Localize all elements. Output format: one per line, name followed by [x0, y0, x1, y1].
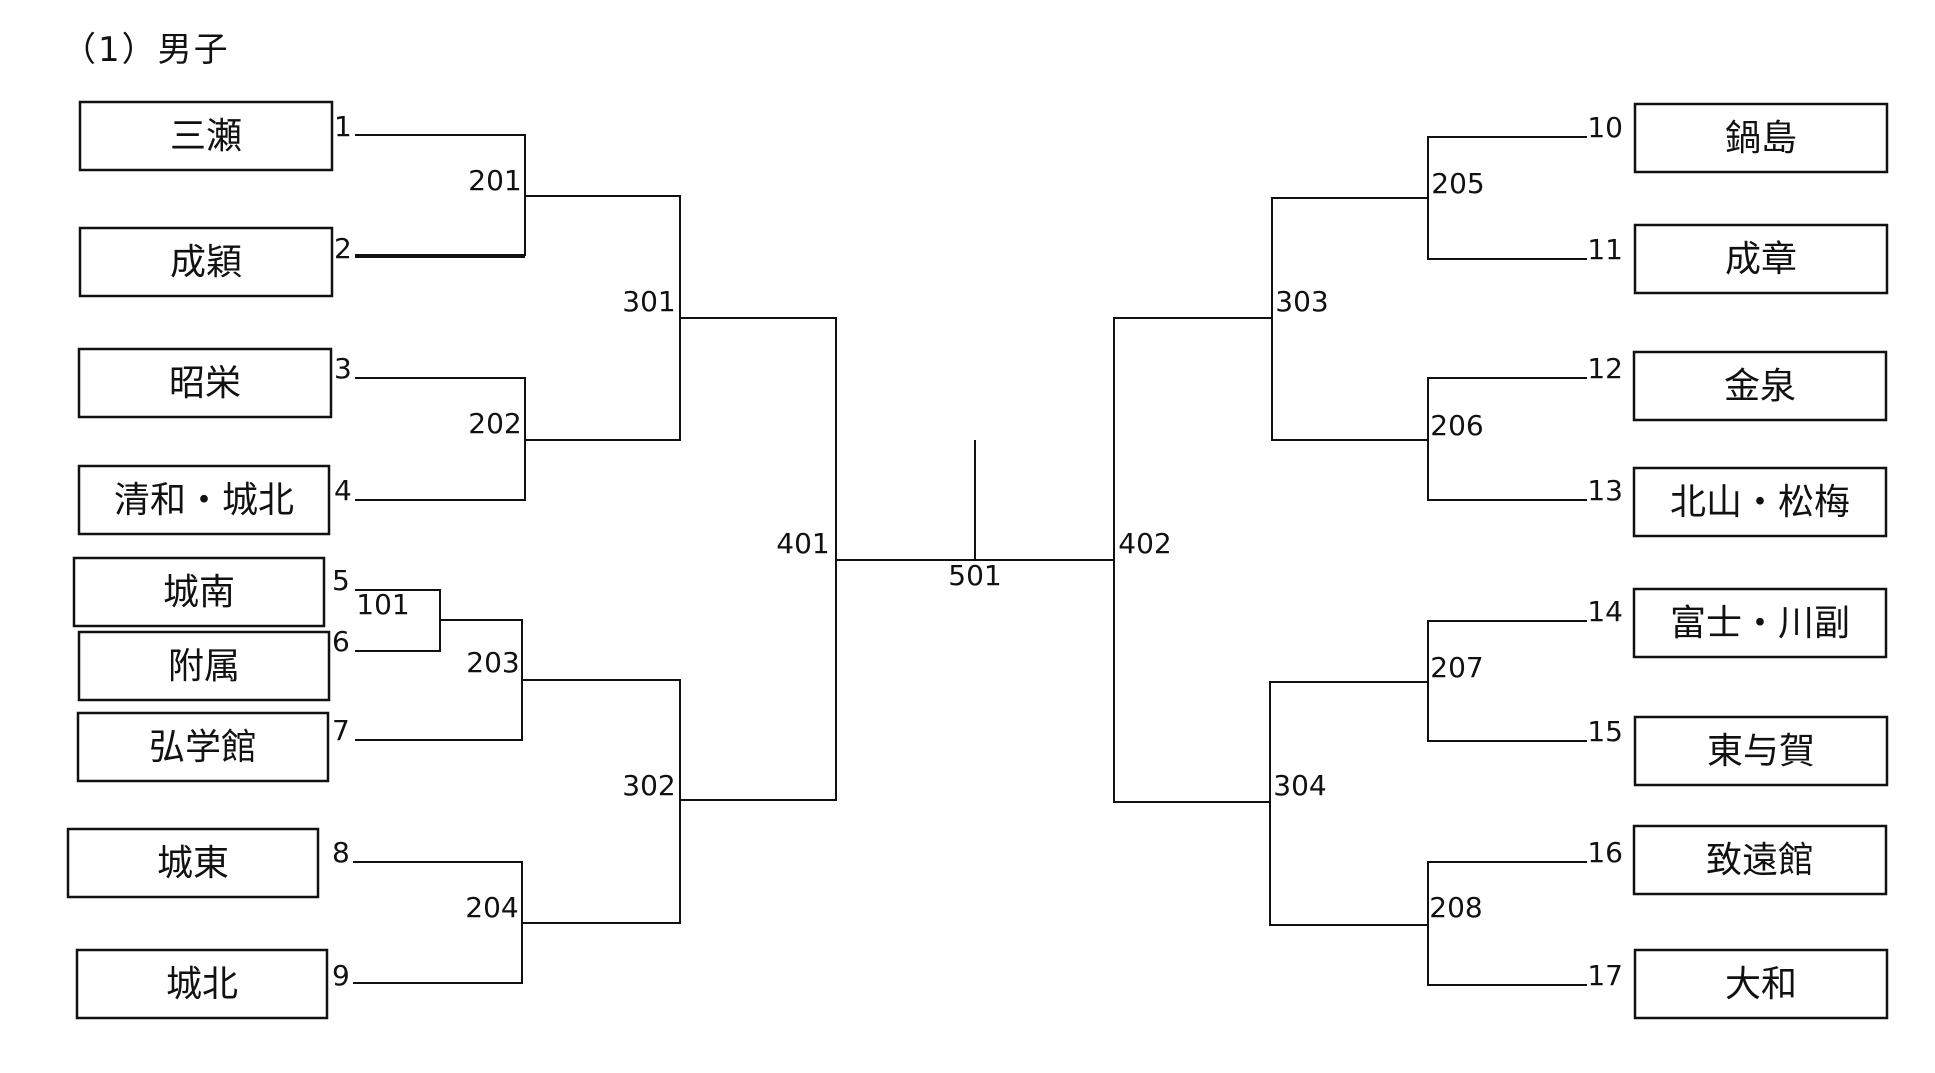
team-entry: 致遠館 [1632, 824, 1888, 896]
team-entry: 清和・城北 [77, 464, 331, 536]
match-number: 402 [1118, 527, 1171, 560]
team-name: 昭栄 [169, 363, 241, 404]
match-number: 206 [1430, 409, 1483, 442]
match-number: 303 [1275, 285, 1328, 318]
bracket-line-203 [355, 619, 523, 741]
bracket-line-304 [1269, 681, 1428, 926]
team-name: 附属 [168, 646, 240, 687]
seed-number: 12 [1587, 352, 1623, 385]
team-entry: 弘学館 [76, 711, 330, 783]
seed-number: 11 [1587, 233, 1623, 266]
seed-number: 4 [334, 474, 352, 507]
match-number: 202 [468, 407, 521, 440]
match-number: 207 [1430, 651, 1483, 684]
team-name: 弘学館 [149, 727, 257, 768]
match-number: 302 [622, 769, 675, 802]
team-box [1633, 102, 1889, 174]
seed-number: 16 [1587, 836, 1623, 869]
team-entry: 北山・松梅 [1632, 466, 1888, 538]
seed-number: 7 [332, 714, 350, 747]
team-name: 城東 [157, 843, 229, 884]
team-box [78, 100, 334, 172]
seed-number: 13 [1587, 474, 1623, 507]
seed-number: 10 [1587, 111, 1623, 144]
seed-number: 15 [1587, 715, 1623, 748]
team-entry: 富士・川副 [1632, 587, 1888, 659]
team-entry: 城東 [66, 827, 320, 899]
team-box [76, 711, 330, 783]
bracket-line-303 [1271, 197, 1428, 441]
team-name: 鍋島 [1725, 118, 1797, 159]
bracket-line-402 [1113, 317, 1272, 803]
seed-number: 9 [332, 959, 350, 992]
bracket-line-301 [525, 195, 681, 441]
team-box [1633, 948, 1889, 1020]
team-box [66, 827, 320, 899]
team-name: 成章 [1725, 239, 1797, 280]
team-entry: 東与賀 [1633, 715, 1889, 787]
seed-number: 17 [1587, 959, 1623, 992]
team-entry: 三瀬 [78, 100, 334, 172]
match-number: 205 [1431, 167, 1484, 200]
match-number: 204 [465, 891, 518, 924]
team-box [77, 347, 333, 419]
team-box [1633, 715, 1889, 787]
team-entry: 城南 [72, 556, 326, 628]
team-name: 城北 [166, 964, 238, 1005]
page-title: （1）男子 [62, 30, 230, 70]
team-name: 北山・松梅 [1670, 482, 1850, 523]
team-name: 三瀬 [170, 116, 242, 157]
seed-number: 6 [332, 625, 350, 658]
match-number: 501 [948, 559, 1001, 592]
team-entry: 鍋島 [1633, 102, 1889, 174]
match-number: 203 [466, 646, 519, 679]
team-entry: 金泉 [1632, 350, 1888, 422]
team-box [1632, 350, 1888, 422]
team-box [77, 630, 331, 702]
match-number: 304 [1273, 769, 1326, 802]
match-number: 301 [622, 285, 675, 318]
team-entry: 附属 [77, 630, 331, 702]
team-name: 城南 [163, 572, 235, 613]
team-entry: 成章 [1633, 223, 1889, 295]
team-name: 大和 [1725, 964, 1797, 1005]
team-box [72, 556, 326, 628]
match-number: 208 [1429, 891, 1482, 924]
team-name: 成穎 [170, 242, 242, 283]
team-entry: 大和 [1633, 948, 1889, 1020]
team-box [78, 226, 334, 298]
team-box [1632, 466, 1888, 538]
seed-number: 3 [334, 352, 352, 385]
bracket-line-208 [1427, 861, 1587, 986]
match-number: 401 [776, 527, 829, 560]
team-entry: 成穎 [78, 226, 334, 298]
team-box [1632, 824, 1888, 896]
team-name: 東与賀 [1707, 731, 1815, 772]
team-box [1633, 223, 1889, 295]
team-name: 致遠館 [1706, 840, 1814, 881]
seed-number: 8 [332, 836, 350, 869]
match-number: 101 [356, 588, 409, 621]
team-name: 富士・川副 [1670, 603, 1850, 644]
team-entry: 城北 [75, 948, 329, 1020]
bracket-line-302 [522, 679, 681, 924]
seed-number: 1 [334, 110, 352, 143]
team-entry: 昭栄 [77, 347, 333, 419]
match-number: 201 [468, 164, 521, 197]
team-box [77, 464, 331, 536]
team-name: 金泉 [1724, 366, 1796, 407]
team-box [1632, 587, 1888, 659]
seed-number: 5 [332, 564, 350, 597]
team-box [75, 948, 329, 1020]
seed-number: 14 [1587, 595, 1623, 628]
seed-number: 2 [334, 232, 352, 265]
team-name: 清和・城北 [114, 480, 294, 521]
